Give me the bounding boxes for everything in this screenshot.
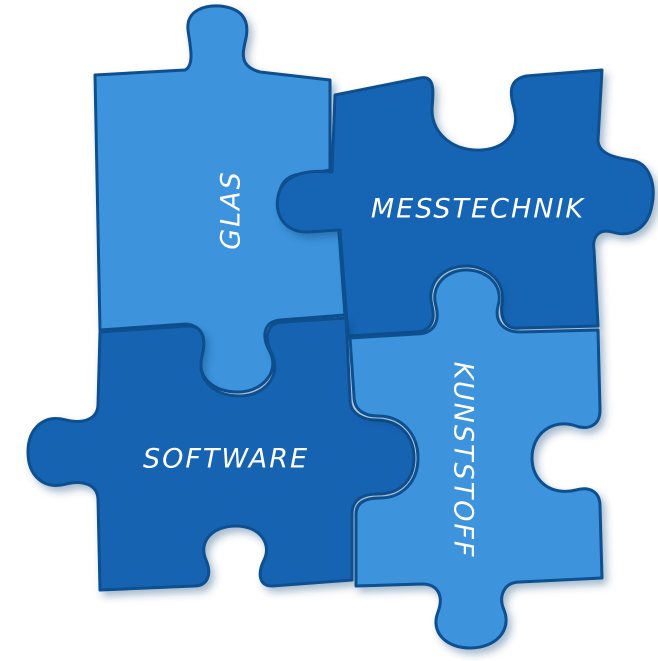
puzzle-piece-messtechnik: MESSTECHNIK	[275, 68, 655, 338]
piece-shape-software	[26, 316, 416, 592]
piece-shape-messtechnik	[275, 68, 655, 338]
label-kunststoff: KUNSTSTOFF	[448, 362, 479, 559]
label-software: SOFTWARE	[143, 444, 309, 475]
puzzle-piece-software: SOFTWARE	[26, 316, 416, 592]
label-messtechnik: MESSTECHNIK	[371, 194, 586, 225]
label-glas: GLAS	[216, 170, 247, 250]
piece-shape-kunststoff	[348, 268, 604, 650]
puzzle-piece-kunststoff: KUNSTSTOFF	[348, 268, 604, 650]
